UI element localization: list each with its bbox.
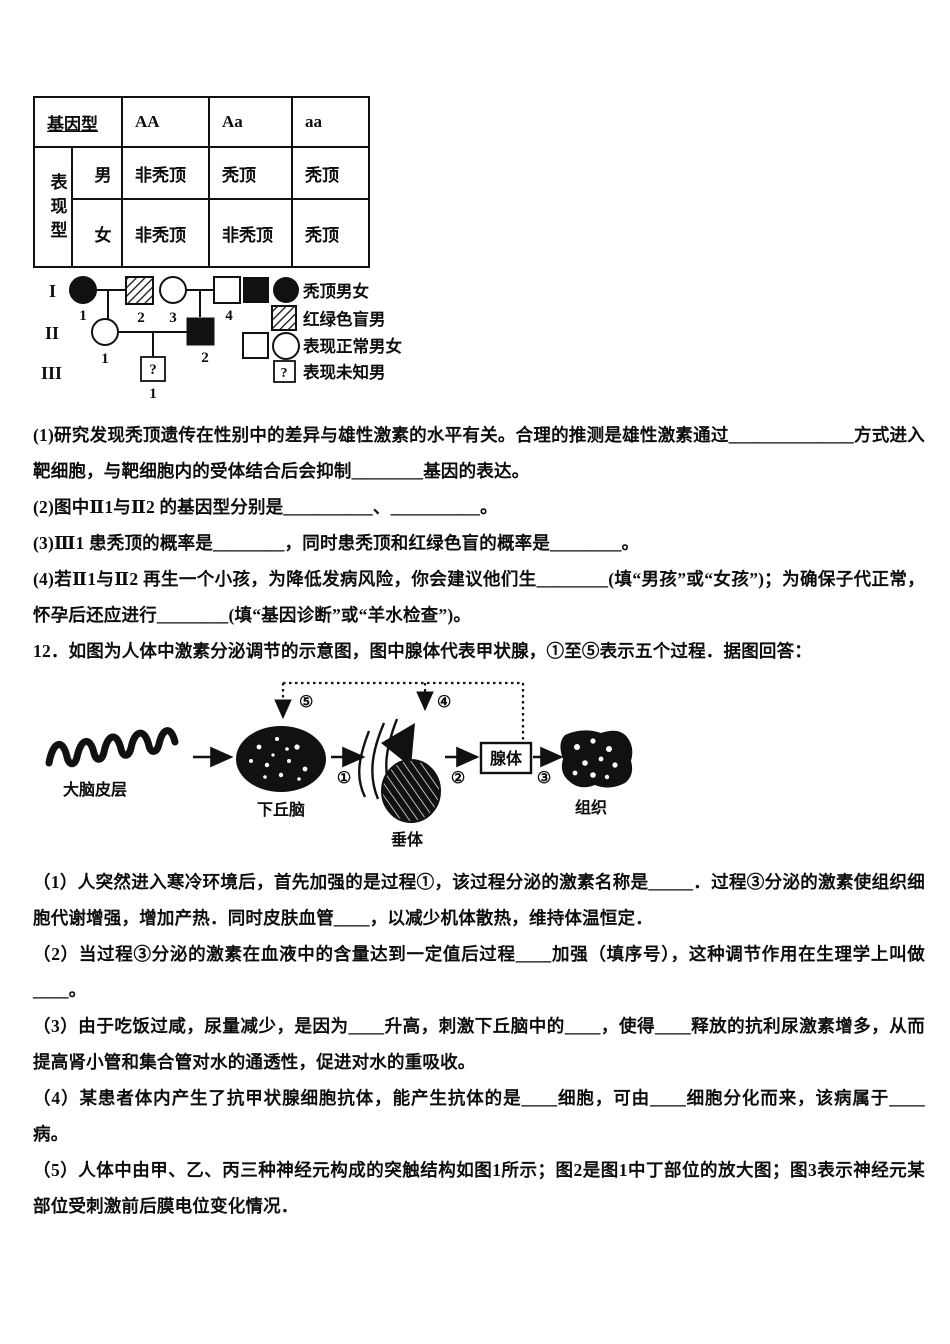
question-12-text: （1）人突然进入寒冷环境后，首先加强的是过程①，该过程分泌的激素名称是_____… bbox=[33, 864, 925, 1224]
q11-part2: (2)图中Ⅱ1与Ⅱ2 的基因型分别是__________、__________。 bbox=[33, 497, 498, 517]
tissue-shape bbox=[560, 730, 633, 788]
male-AA-cell: 非秃顶 bbox=[121, 146, 210, 200]
cortex-label: 大脑皮层 bbox=[63, 780, 127, 799]
generation-I-label: I bbox=[49, 281, 56, 301]
female-AA-cell: 非秃顶 bbox=[121, 198, 210, 268]
generation-III-label: III bbox=[41, 363, 62, 383]
pedigree-III1-question-mark: ? bbox=[149, 362, 157, 378]
pedigree-III1-question-square bbox=[140, 356, 166, 382]
q11-part1: (1)研究发现秃顶遗传在性别中的差异与雄性激素的水平有关。合理的推测是雄性激素通… bbox=[33, 425, 925, 481]
legend-unknown-label: 表现未知男 bbox=[303, 362, 386, 382]
pedigree-II2-filled-square bbox=[186, 317, 215, 346]
sex-male-cell: 男 bbox=[71, 146, 123, 200]
legend-bald-label: 秃顶男女 bbox=[302, 281, 369, 301]
legend-colorblind-label: 红绿色盲男 bbox=[303, 309, 386, 329]
pedigree-legend: 秃顶男女 红绿色盲男 表现正常男女 ? 表现未知男 bbox=[242, 277, 402, 383]
question-11-text: (1)研究发现秃顶遗传在性别中的差异与雄性激素的水平有关。合理的推测是雄性激素通… bbox=[33, 417, 925, 633]
pedigree-I1-number: 1 bbox=[79, 308, 87, 324]
process-3-label: ③ bbox=[537, 770, 551, 787]
pedigree-I4-open-square bbox=[213, 276, 241, 304]
q12-part3: （3）由于吃饭过咸，尿量减少，是因为____升高，刺激下丘脑中的____，使得_… bbox=[33, 1016, 925, 1072]
q12-part4: （4）某患者体内产生了抗甲状腺细胞抗体，能产生抗体的是____细胞，可由____… bbox=[33, 1088, 925, 1144]
gland-label: 腺体 bbox=[490, 749, 523, 768]
open-square-icon bbox=[242, 332, 269, 359]
genotype-AA-cell: AA bbox=[121, 96, 210, 148]
filled-square-icon bbox=[243, 277, 269, 303]
pedigree-II1-open-circle bbox=[91, 318, 119, 346]
table-header-row: 基因型 AA Aa aa bbox=[33, 96, 370, 148]
feedback-dotted-lines bbox=[274, 681, 525, 747]
q11-part4: (4)若Ⅱ1与Ⅱ2 再生一个小孩，为降低发病风险，你会建议他们生________… bbox=[33, 569, 925, 625]
filled-circle-icon bbox=[273, 277, 299, 303]
generation-II-label: II bbox=[45, 323, 59, 343]
pedigree-I2-hatched-square bbox=[125, 276, 154, 305]
pedigree-I2-number: 2 bbox=[137, 310, 145, 326]
pedigree-I1-filled-circle bbox=[69, 276, 97, 304]
open-circle-icon bbox=[272, 332, 300, 360]
hormone-diagram: ⑤ ④ 大脑皮层 下丘脑 ① bbox=[41, 673, 922, 858]
genotype-phenotype-table: 基因型 AA Aa aa 表 现 型 男 非秃顶 秃顶 秃顶 女 非秃顶 非秃顶… bbox=[33, 96, 370, 268]
process-2-label: ② bbox=[451, 770, 465, 787]
pituitary-shape bbox=[358, 718, 441, 823]
q12-part1: （1）人突然进入寒冷环境后，首先加强的是过程①，该过程分泌的激素名称是_____… bbox=[33, 872, 925, 928]
genotype-aa-cell: aa bbox=[291, 96, 370, 148]
pedigree-I3-number: 3 bbox=[169, 310, 177, 326]
table-row-female: 女 非秃顶 非秃顶 秃顶 bbox=[34, 198, 370, 268]
pedigree-II2-number: 2 bbox=[201, 350, 209, 366]
gland-box bbox=[479, 741, 533, 775]
female-Aa-cell: 非秃顶 bbox=[208, 198, 293, 268]
male-Aa-cell: 秃顶 bbox=[208, 146, 293, 200]
pedigree-lines bbox=[96, 289, 214, 357]
hatched-square-icon bbox=[271, 305, 297, 331]
legend-question-mark: ? bbox=[281, 366, 288, 381]
pedigree-III1-number: 1 bbox=[149, 386, 157, 402]
pedigree-svg: I II III 1 2 3 4 1 bbox=[41, 276, 402, 402]
hormone-diagram-svg: ⑤ ④ 大脑皮层 下丘脑 ① bbox=[45, 681, 633, 849]
cortex-shape bbox=[45, 727, 179, 768]
question-12-stem-wrap: 12．如图为人体中激素分泌调节的示意图，图中腺体代表甲状腺，①至⑤表示五个过程．… bbox=[33, 633, 922, 669]
process-1-label: ① bbox=[337, 770, 351, 787]
q11-part3: (3)Ⅲ1 患秃顶的概率是________，同时患秃顶和红绿色盲的概率是____… bbox=[33, 533, 640, 553]
process-5-label: ⑤ bbox=[299, 694, 313, 711]
pituitary-label: 垂体 bbox=[391, 830, 424, 849]
genotype-header-cell: 基因型 bbox=[33, 96, 123, 148]
pedigree-I4-number: 4 bbox=[225, 308, 233, 324]
process-4-label: ④ bbox=[437, 694, 451, 711]
table-row-male: 表 现 型 男 非秃顶 秃顶 秃顶 bbox=[33, 146, 370, 268]
female-aa-cell: 秃顶 bbox=[291, 198, 370, 268]
sex-female-cell: 女 bbox=[71, 198, 123, 268]
q12-part2: （2）当过程③分泌的激素在血液中的含量达到一定值后过程____加强（填序号），这… bbox=[33, 944, 925, 1000]
legend-normal-label: 表现正常男女 bbox=[303, 336, 402, 356]
phenotype-label-cell: 表 现 型 bbox=[33, 146, 73, 268]
q12-stem: 12．如图为人体中激素分泌调节的示意图，图中腺体代表甲状腺，①至⑤表示五个过程．… bbox=[33, 641, 812, 661]
male-aa-cell: 秃顶 bbox=[291, 146, 370, 200]
q12-part5: （5）人体中由甲、乙、丙三种神经元构成的突触结构如图1所示；图2是图1中丁部位的… bbox=[33, 1160, 925, 1216]
pedigree-I3-open-circle bbox=[159, 276, 187, 304]
hypothalamus-shape bbox=[236, 726, 326, 792]
question-square-icon bbox=[273, 360, 296, 383]
tissue-label: 组织 bbox=[575, 798, 607, 817]
pedigree-chart: I II III 1 2 3 4 1 bbox=[33, 270, 922, 407]
hypothalamus-label: 下丘脑 bbox=[257, 800, 305, 819]
phenotype-label: 表 现 型 bbox=[50, 173, 68, 240]
genotype-Aa-cell: Aa bbox=[208, 96, 293, 148]
pedigree-II1-number: 1 bbox=[101, 351, 109, 367]
